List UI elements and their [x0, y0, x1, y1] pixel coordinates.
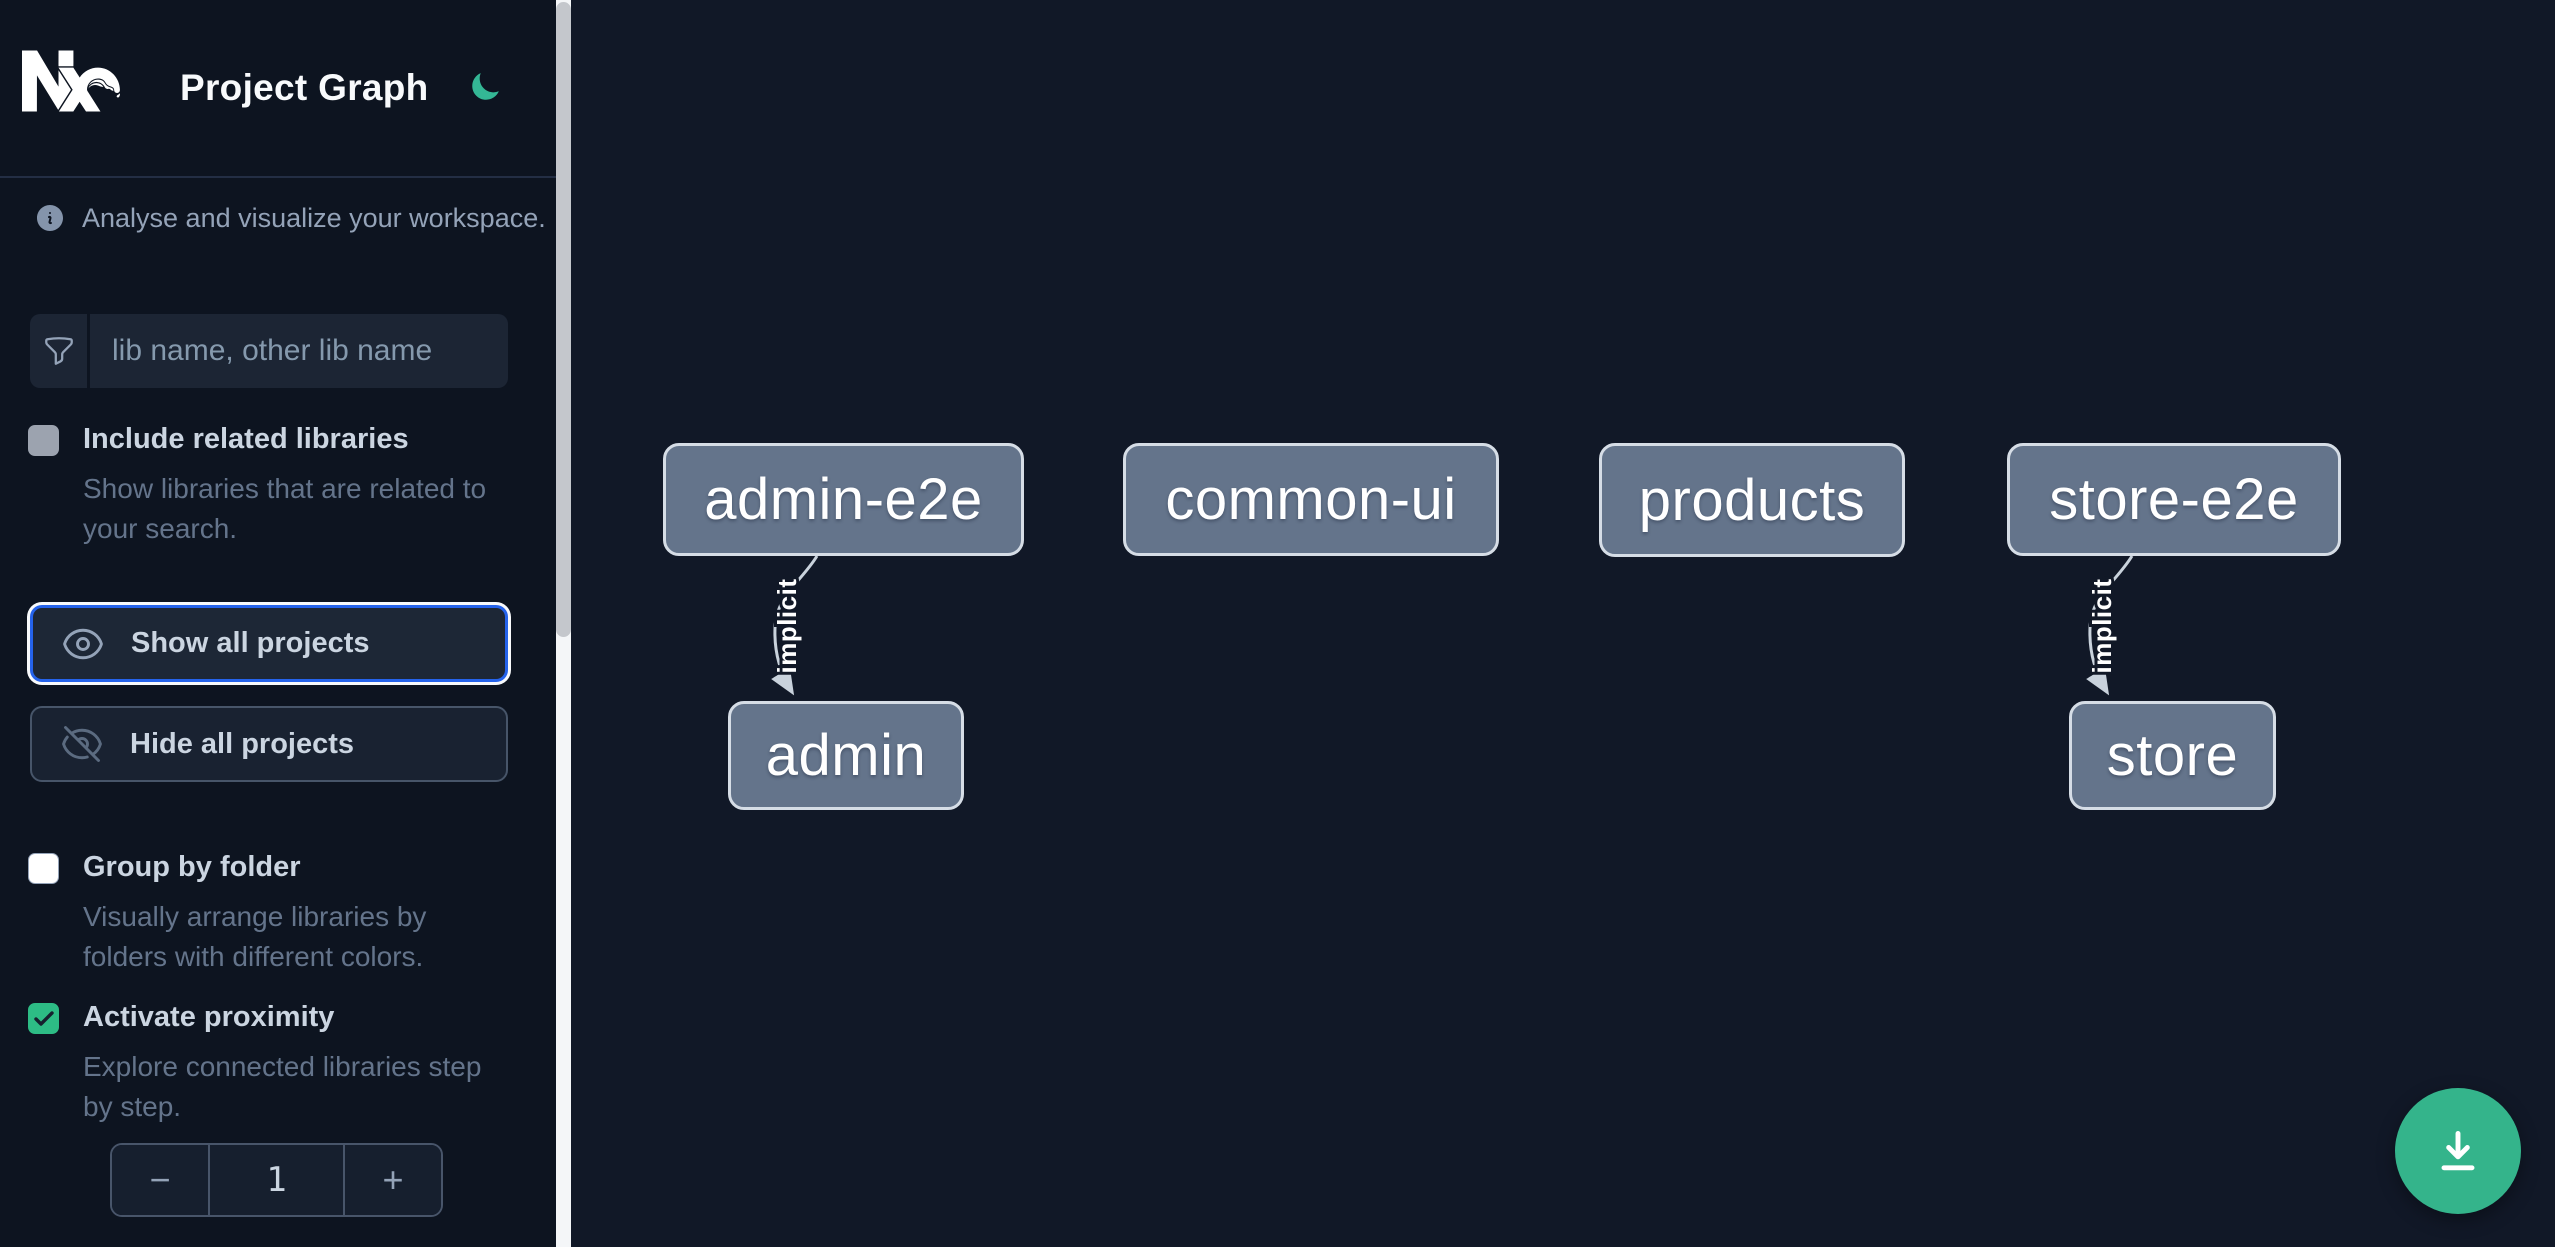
sidebar-header: Project Graph	[0, 0, 556, 178]
activate-proximity-label[interactable]: Activate proximity	[83, 1001, 335, 1033]
graph-node-common-ui[interactable]: common-ui	[1123, 443, 1499, 556]
group-by-folder-checkbox[interactable]	[28, 853, 59, 884]
proximity-value: 1	[208, 1145, 345, 1215]
edge-label-admin-e2e-admin: implicit	[772, 578, 802, 673]
workspace-info: Analyse and visualize your workspace.	[34, 202, 546, 234]
search-input[interactable]	[90, 314, 520, 388]
sidebar-scrollbar[interactable]	[556, 0, 571, 1247]
page-title: Project Graph	[180, 67, 429, 108]
edge-admin-e2e-admin	[771, 555, 819, 696]
download-icon	[2441, 1131, 2475, 1171]
sidebar: Project Graph Analyse and visualize your…	[0, 0, 556, 1247]
decrement-button[interactable]: −	[112, 1145, 208, 1215]
activate-proximity-description: Explore connected libraries step by step…	[83, 1051, 482, 1122]
funnel-icon	[30, 314, 90, 388]
moon-icon[interactable]	[468, 70, 502, 104]
graph-node-store[interactable]: store	[2069, 701, 2276, 810]
hide-all-projects-button[interactable]: Hide all projects	[30, 706, 508, 782]
scrollbar-thumb[interactable]	[556, 2, 571, 637]
eye-slash-icon	[62, 726, 102, 762]
proximity-stepper: − 1 +	[110, 1143, 443, 1217]
info-icon	[37, 205, 63, 231]
search-box	[30, 314, 520, 388]
graph-edges: implicit implicit	[769, 555, 2134, 696]
show-all-projects-button[interactable]: Show all projects	[30, 605, 508, 682]
info-text: Analyse and visualize your workspace.	[82, 202, 546, 233]
include-related-label: Include related libraries	[83, 423, 409, 455]
edge-store-e2e-store	[2086, 555, 2134, 696]
include-related-checkbox	[28, 425, 59, 456]
hide-all-projects-label: Hide all projects	[130, 727, 355, 760]
graph-node-admin[interactable]: admin	[728, 701, 964, 810]
group-by-folder-label[interactable]: Group by folder	[83, 851, 301, 883]
graph-node-products[interactable]: products	[1599, 443, 1905, 557]
download-button[interactable]	[2395, 1088, 2521, 1214]
option-group-by-folder: Group by folder Visually arrange librari…	[28, 851, 518, 977]
group-by-folder-description: Visually arrange libraries by folders wi…	[83, 901, 427, 972]
edge-label-store-e2e-store: implicit	[2087, 578, 2117, 673]
activate-proximity-checkbox[interactable]	[28, 1003, 59, 1034]
graph-canvas[interactable]: implicit implicit admin-e2e common-ui produ…	[571, 0, 2555, 1247]
nx-logo-icon	[22, 50, 120, 112]
option-include-related-libraries: Include related libraries Show libraries…	[28, 423, 518, 549]
graph-node-admin-e2e[interactable]: admin-e2e	[663, 443, 1024, 556]
increment-button[interactable]: +	[345, 1145, 441, 1215]
graph-node-store-e2e[interactable]: store-e2e	[2007, 443, 2341, 556]
include-related-description: Show libraries that are related to your …	[83, 473, 487, 544]
show-all-projects-label: Show all projects	[131, 627, 370, 659]
option-activate-proximity: Activate proximity Explore connected lib…	[28, 1001, 518, 1127]
eye-icon	[63, 628, 103, 659]
